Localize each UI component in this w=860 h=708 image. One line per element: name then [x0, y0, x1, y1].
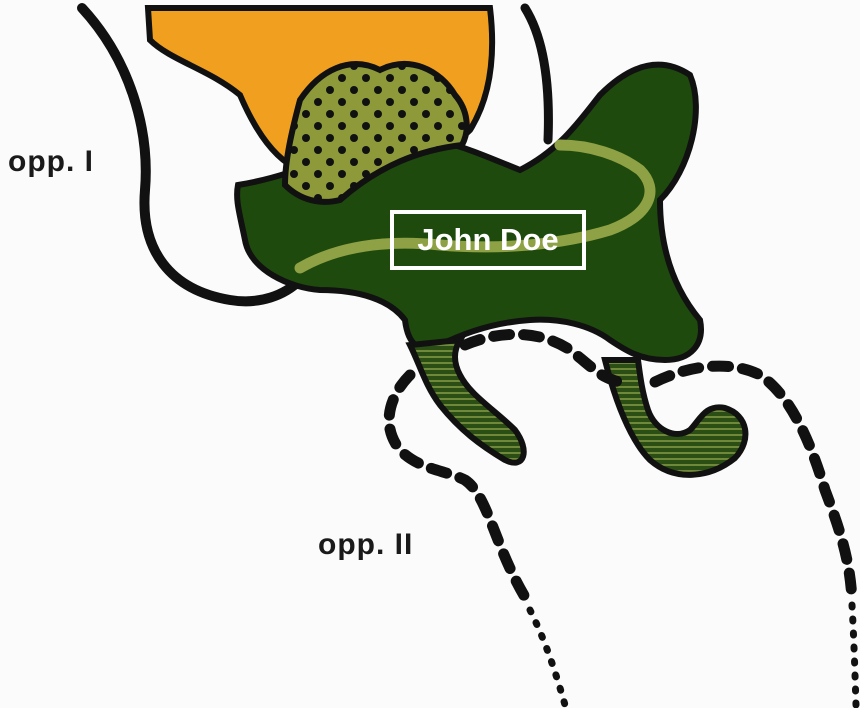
opp-ii-right-dotted-tail — [852, 605, 856, 705]
upper-right-outline — [525, 8, 548, 140]
left-hatched-lobe — [410, 340, 524, 463]
opp-ii-right-dashed — [655, 366, 852, 600]
label-opp-i: opp. I — [8, 145, 94, 179]
name-label: John Doe — [417, 222, 558, 258]
name-label-box: John Doe — [390, 210, 586, 270]
label-opp-ii: opp. II — [318, 528, 413, 562]
opp-ii-upper-dashed — [465, 334, 620, 382]
right-hatched-lobe — [605, 360, 745, 475]
opp-ii-dotted-tail — [530, 610, 565, 705]
